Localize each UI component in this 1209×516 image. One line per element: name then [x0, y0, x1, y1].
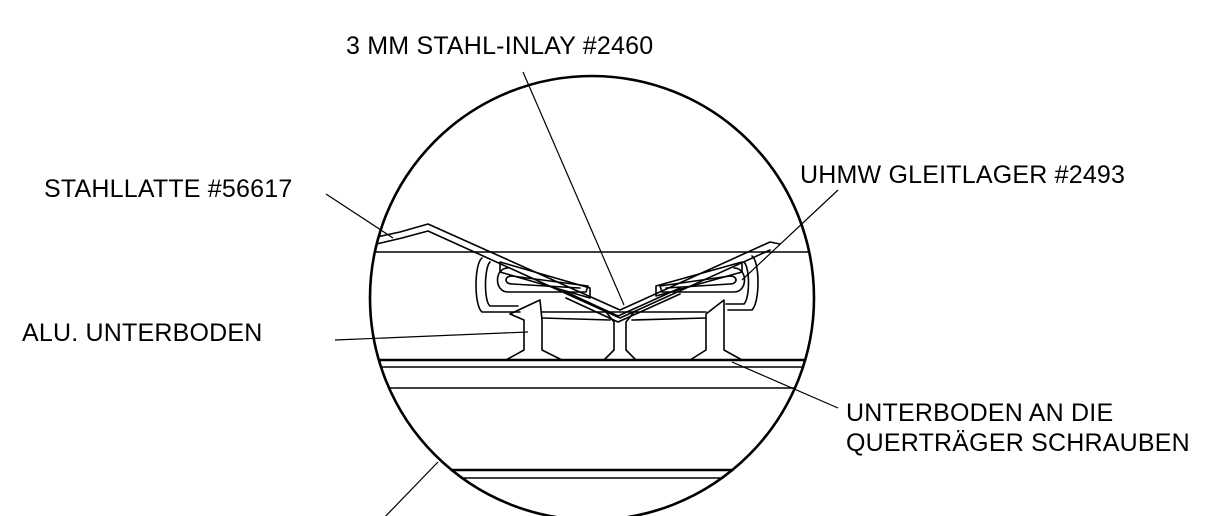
leader-uhmw-bearing [741, 189, 839, 281]
label-uhmw-bearing: UHMW GLEITLAGER #2493 [800, 161, 1126, 189]
right-uhmw-bearing [659, 267, 746, 293]
steel-slat-inner [371, 230, 771, 319]
steel-inlay-inner [565, 293, 681, 323]
detail-circle [368, 74, 816, 516]
alu-web-right [631, 311, 707, 321]
steel-inlay [565, 287, 681, 317]
label-screw-note-line1: UNTERBODEN AN DIE [846, 399, 1114, 427]
alu-left-beam [505, 299, 563, 361]
leader-steel-slat [325, 193, 394, 239]
right-hook [725, 255, 759, 311]
leader-alu-subfloor [334, 331, 529, 341]
leader-screw-note [731, 361, 839, 409]
label-screw-note: UNTERBODEN AN DIE QUERTRÄGER SCHRAUBEN [846, 398, 1190, 458]
label-alu-subfloor: ALU. UNTERBODEN [22, 319, 263, 347]
label-steel-inlay: 3 MM STAHL-INLAY #2460 [346, 32, 654, 60]
left-uhmw-bearing [496, 267, 589, 293]
steel-slat-outer [371, 223, 781, 311]
left-hook [475, 257, 521, 313]
left-bearing-plate [499, 261, 591, 299]
label-steel-slat: STAHLLATTE #56617 [44, 175, 293, 203]
alu-web-left [541, 311, 611, 321]
alu-right-beam [689, 299, 743, 361]
leader-steel-inlay [522, 71, 625, 306]
leader-bottom [384, 461, 439, 516]
right-bearing-plate [655, 261, 743, 297]
label-screw-note-line2: QUERTRÄGER SCHRAUBEN [846, 429, 1190, 457]
